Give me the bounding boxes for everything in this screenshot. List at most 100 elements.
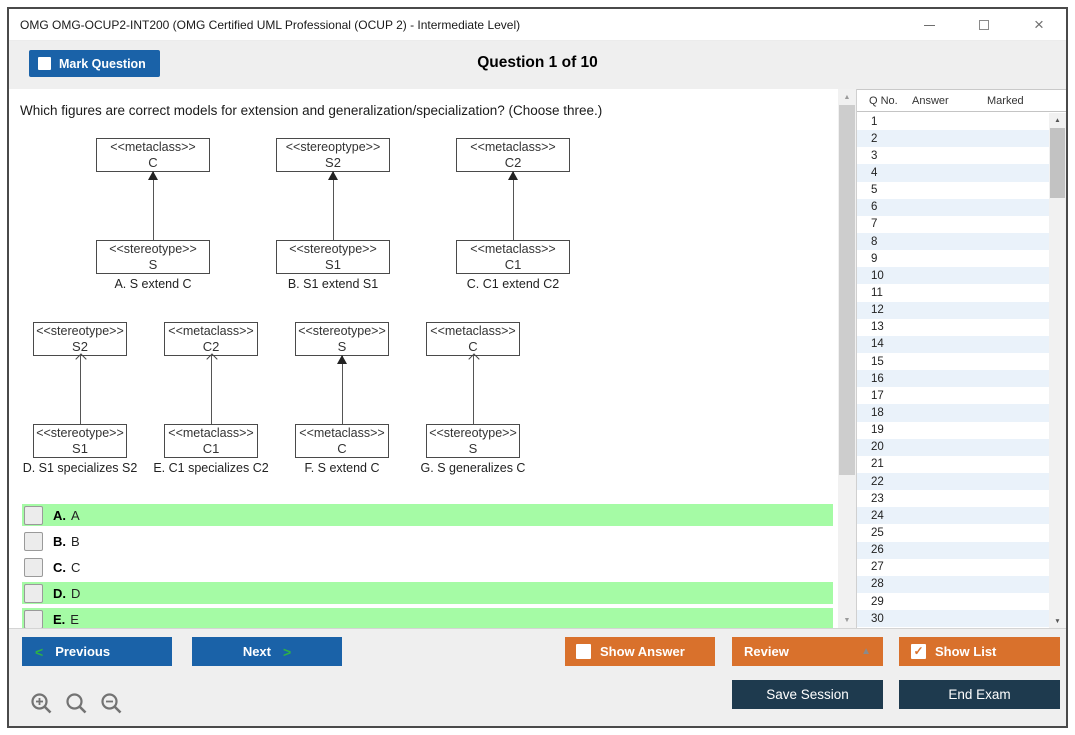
zoom-in-icon[interactable] <box>29 691 55 717</box>
question-list-row[interactable]: 23 <box>857 490 1049 507</box>
answer-option-row[interactable]: E. E <box>22 608 833 628</box>
uml-parent-box: <<metaclass>> C <box>96 138 210 172</box>
question-list-row[interactable]: 19 <box>857 422 1049 439</box>
question-list-row[interactable]: 20 <box>857 438 1049 456</box>
question-list-row[interactable]: 21 <box>857 456 1049 473</box>
question-list-row[interactable]: 18 <box>857 404 1049 422</box>
stereotype-keyword: <<metaclass>> <box>110 140 196 154</box>
question-number: 13 <box>871 321 884 334</box>
question-list-row[interactable]: 22 <box>857 472 1049 491</box>
question-list-row[interactable]: 9 <box>857 250 1049 267</box>
answer-checkbox[interactable] <box>24 557 43 577</box>
figure-caption: E. C1 specializes C2 <box>153 461 269 475</box>
answer-letter: A. <box>53 507 66 523</box>
question-list-row[interactable]: 12 <box>857 301 1049 319</box>
uml-child-box: <<metaclass>> C1 <box>164 424 258 458</box>
relationship-arrow <box>210 356 212 424</box>
answer-option-row[interactable]: B. B <box>22 530 833 552</box>
answer-option-row[interactable]: A. A <box>22 504 833 526</box>
answer-option-row[interactable]: C. C <box>22 556 833 578</box>
element-name: C <box>337 441 347 456</box>
app-window: OMG OMG-OCUP2-INT200 (OMG Certified UML … <box>7 7 1068 728</box>
answer-option-row[interactable]: D. D <box>22 582 833 604</box>
question-list-row[interactable]: 17 <box>857 387 1049 404</box>
question-list-row[interactable]: 15 <box>857 353 1049 370</box>
question-list-row[interactable]: 5 <box>857 182 1049 199</box>
question-list-row[interactable]: 26 <box>857 541 1049 559</box>
uml-parent-box: <<stereoptype>> S2 <box>276 138 390 172</box>
element-name: C1 <box>504 257 522 272</box>
stereotype-keyword: <<stereotype>> <box>289 242 377 256</box>
question-number: 2 <box>871 132 878 145</box>
main-scrollbar-thumb[interactable] <box>839 105 855 475</box>
answer-letter: D. <box>53 585 66 601</box>
chevron-left-icon: < <box>35 643 44 660</box>
question-list-row[interactable]: 29 <box>857 593 1049 610</box>
question-list-row[interactable]: 4 <box>857 164 1049 182</box>
question-list-row[interactable]: 6 <box>857 198 1049 216</box>
question-list-row[interactable]: 1 <box>857 113 1049 130</box>
close-icon[interactable]: × <box>1034 15 1044 34</box>
question-list-scrollbar-thumb[interactable] <box>1050 128 1065 198</box>
show-list-checkbox[interactable]: ✓ <box>911 644 926 659</box>
next-button[interactable]: Next > <box>192 637 342 666</box>
question-list-row[interactable]: 8 <box>857 232 1049 251</box>
question-number: 12 <box>871 304 884 317</box>
stereotype-keyword: <<metaclass>> <box>470 242 556 256</box>
relationship-arrow <box>148 171 158 240</box>
question-number: 3 <box>871 149 878 162</box>
scroll-up-icon[interactable]: ▲ <box>843 93 851 101</box>
figure-row-1: <<metaclass>> C <<stereotype>> S A. S ex… <box>96 138 570 291</box>
answer-checkbox[interactable] <box>24 609 43 628</box>
question-list-row[interactable]: 7 <box>857 216 1049 233</box>
show-answer-checkbox[interactable] <box>576 644 591 659</box>
uml-figure: <<metaclass>> C2 <<metaclass>> C1 C. C1 … <box>456 138 570 291</box>
review-dropdown-button[interactable]: Review ▲ <box>732 637 883 666</box>
maximize-icon[interactable] <box>977 18 991 32</box>
question-list-row[interactable]: 11 <box>857 284 1049 301</box>
mark-question-button[interactable]: Mark Question <box>29 50 160 77</box>
stereotype-keyword: <<stereotype>> <box>109 242 197 256</box>
stereotype-keyword: <<metaclass>> <box>470 140 556 154</box>
question-list-row[interactable]: 27 <box>857 559 1049 576</box>
show-answer-button[interactable]: Show Answer <box>565 637 715 666</box>
end-exam-button[interactable]: End Exam <box>899 680 1060 709</box>
relationship-arrow <box>328 171 338 240</box>
save-session-label: Save Session <box>766 687 849 702</box>
mark-question-label: Mark Question <box>59 56 146 71</box>
element-name: S2 <box>325 155 341 170</box>
answer-checkbox[interactable] <box>24 583 43 603</box>
question-list-row[interactable]: 28 <box>857 575 1049 593</box>
question-list-row[interactable]: 30 <box>857 610 1049 628</box>
question-list-row[interactable]: 10 <box>857 267 1049 285</box>
main-scrollbar[interactable]: ▲ ▼ <box>838 89 856 628</box>
question-list-row[interactable]: 14 <box>857 335 1049 353</box>
question-list-row[interactable]: 25 <box>857 524 1049 541</box>
uml-child-box: <<stereotype>> S <box>426 424 520 458</box>
show-list-button[interactable]: ✓ Show List <box>899 637 1060 666</box>
minimize-icon[interactable] <box>922 18 936 32</box>
question-list-row[interactable]: 13 <box>857 319 1049 336</box>
question-list-row[interactable]: 16 <box>857 370 1049 388</box>
previous-button[interactable]: < Previous <box>22 637 172 666</box>
title-bar: OMG OMG-OCUP2-INT200 (OMG Certified UML … <box>9 9 1066 41</box>
zoom-controls <box>29 691 125 717</box>
answer-checkbox[interactable] <box>24 531 43 551</box>
show-list-label: Show List <box>935 644 997 659</box>
zoom-out-icon[interactable] <box>99 691 125 717</box>
answer-checkbox[interactable] <box>24 505 43 525</box>
question-list-row[interactable]: 24 <box>857 507 1049 525</box>
chevron-right-icon: > <box>283 643 292 660</box>
mark-question-checkbox[interactable] <box>38 57 51 70</box>
question-number: 9 <box>871 252 878 265</box>
scroll-up-icon[interactable]: ▲ <box>1054 116 1061 124</box>
element-name: S <box>337 339 347 354</box>
zoom-reset-icon[interactable] <box>64 691 90 717</box>
save-session-button[interactable]: Save Session <box>732 680 883 709</box>
stereotype-keyword: <<stereoptype>> <box>285 140 381 154</box>
question-list-scrollbar[interactable]: ▲ ▼ <box>1049 113 1066 628</box>
scroll-down-icon[interactable]: ▼ <box>1054 617 1061 625</box>
question-list-row[interactable]: 3 <box>857 147 1049 164</box>
question-list-row[interactable]: 2 <box>857 130 1049 148</box>
scroll-down-icon[interactable]: ▼ <box>843 616 851 624</box>
